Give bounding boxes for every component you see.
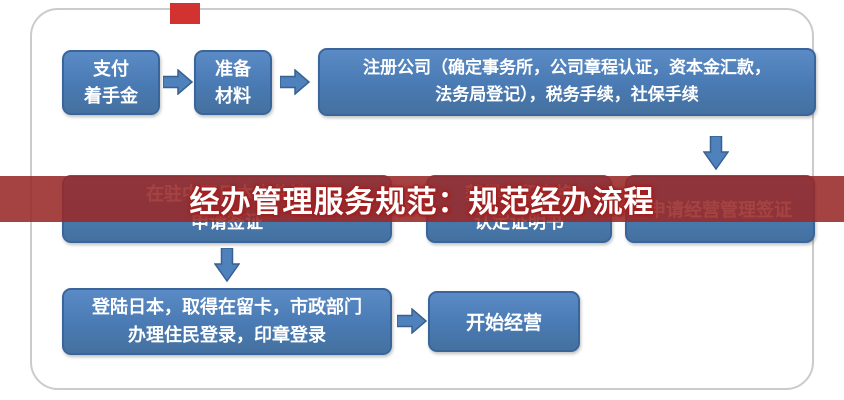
step-text-line: 着手金 (84, 85, 138, 107)
arrow-right-icon (163, 69, 193, 95)
flow-step-register-company: 注册公司（确定事务所，公司章程认证，资本金汇款， 法务局登记），税务手续，社保手… (318, 48, 816, 116)
flow-step-start-business: 开始经营 (428, 291, 580, 352)
arrow-right-icon (280, 69, 310, 95)
title-banner: 经办管理服务规范：规范经办流程 (0, 176, 844, 222)
step-text-line: 注册公司（确定事务所，公司章程认证，资本金汇款， (363, 57, 771, 78)
red-tag (170, 3, 200, 24)
flow-step-land-japan: 登陆日本，取得在留卡，市政部门 办理住民登录，印章登录 (62, 288, 392, 355)
step-text-line: 登陆日本，取得在留卡，市政部门 (92, 296, 362, 318)
step-text-line: 支付 (93, 58, 129, 80)
arrow-right-icon (397, 308, 427, 334)
step-text-line: 准备 (215, 58, 251, 80)
page-title: 经办管理服务规范：规范经办流程 (189, 185, 655, 220)
arrow-down-icon (214, 248, 240, 282)
flow-step-prepare-materials: 准备 材料 (194, 50, 272, 115)
step-text-line: 办理住民登录，印章登录 (128, 324, 326, 346)
step-text-line: 材料 (215, 85, 251, 107)
step-text-line: 开始经营 (465, 312, 542, 334)
step-text-line: 法务局登记），税务手续，社保手续 (435, 85, 699, 105)
arrow-down-icon (703, 136, 729, 170)
flow-step-pay-deposit: 支付 着手金 (62, 50, 160, 115)
